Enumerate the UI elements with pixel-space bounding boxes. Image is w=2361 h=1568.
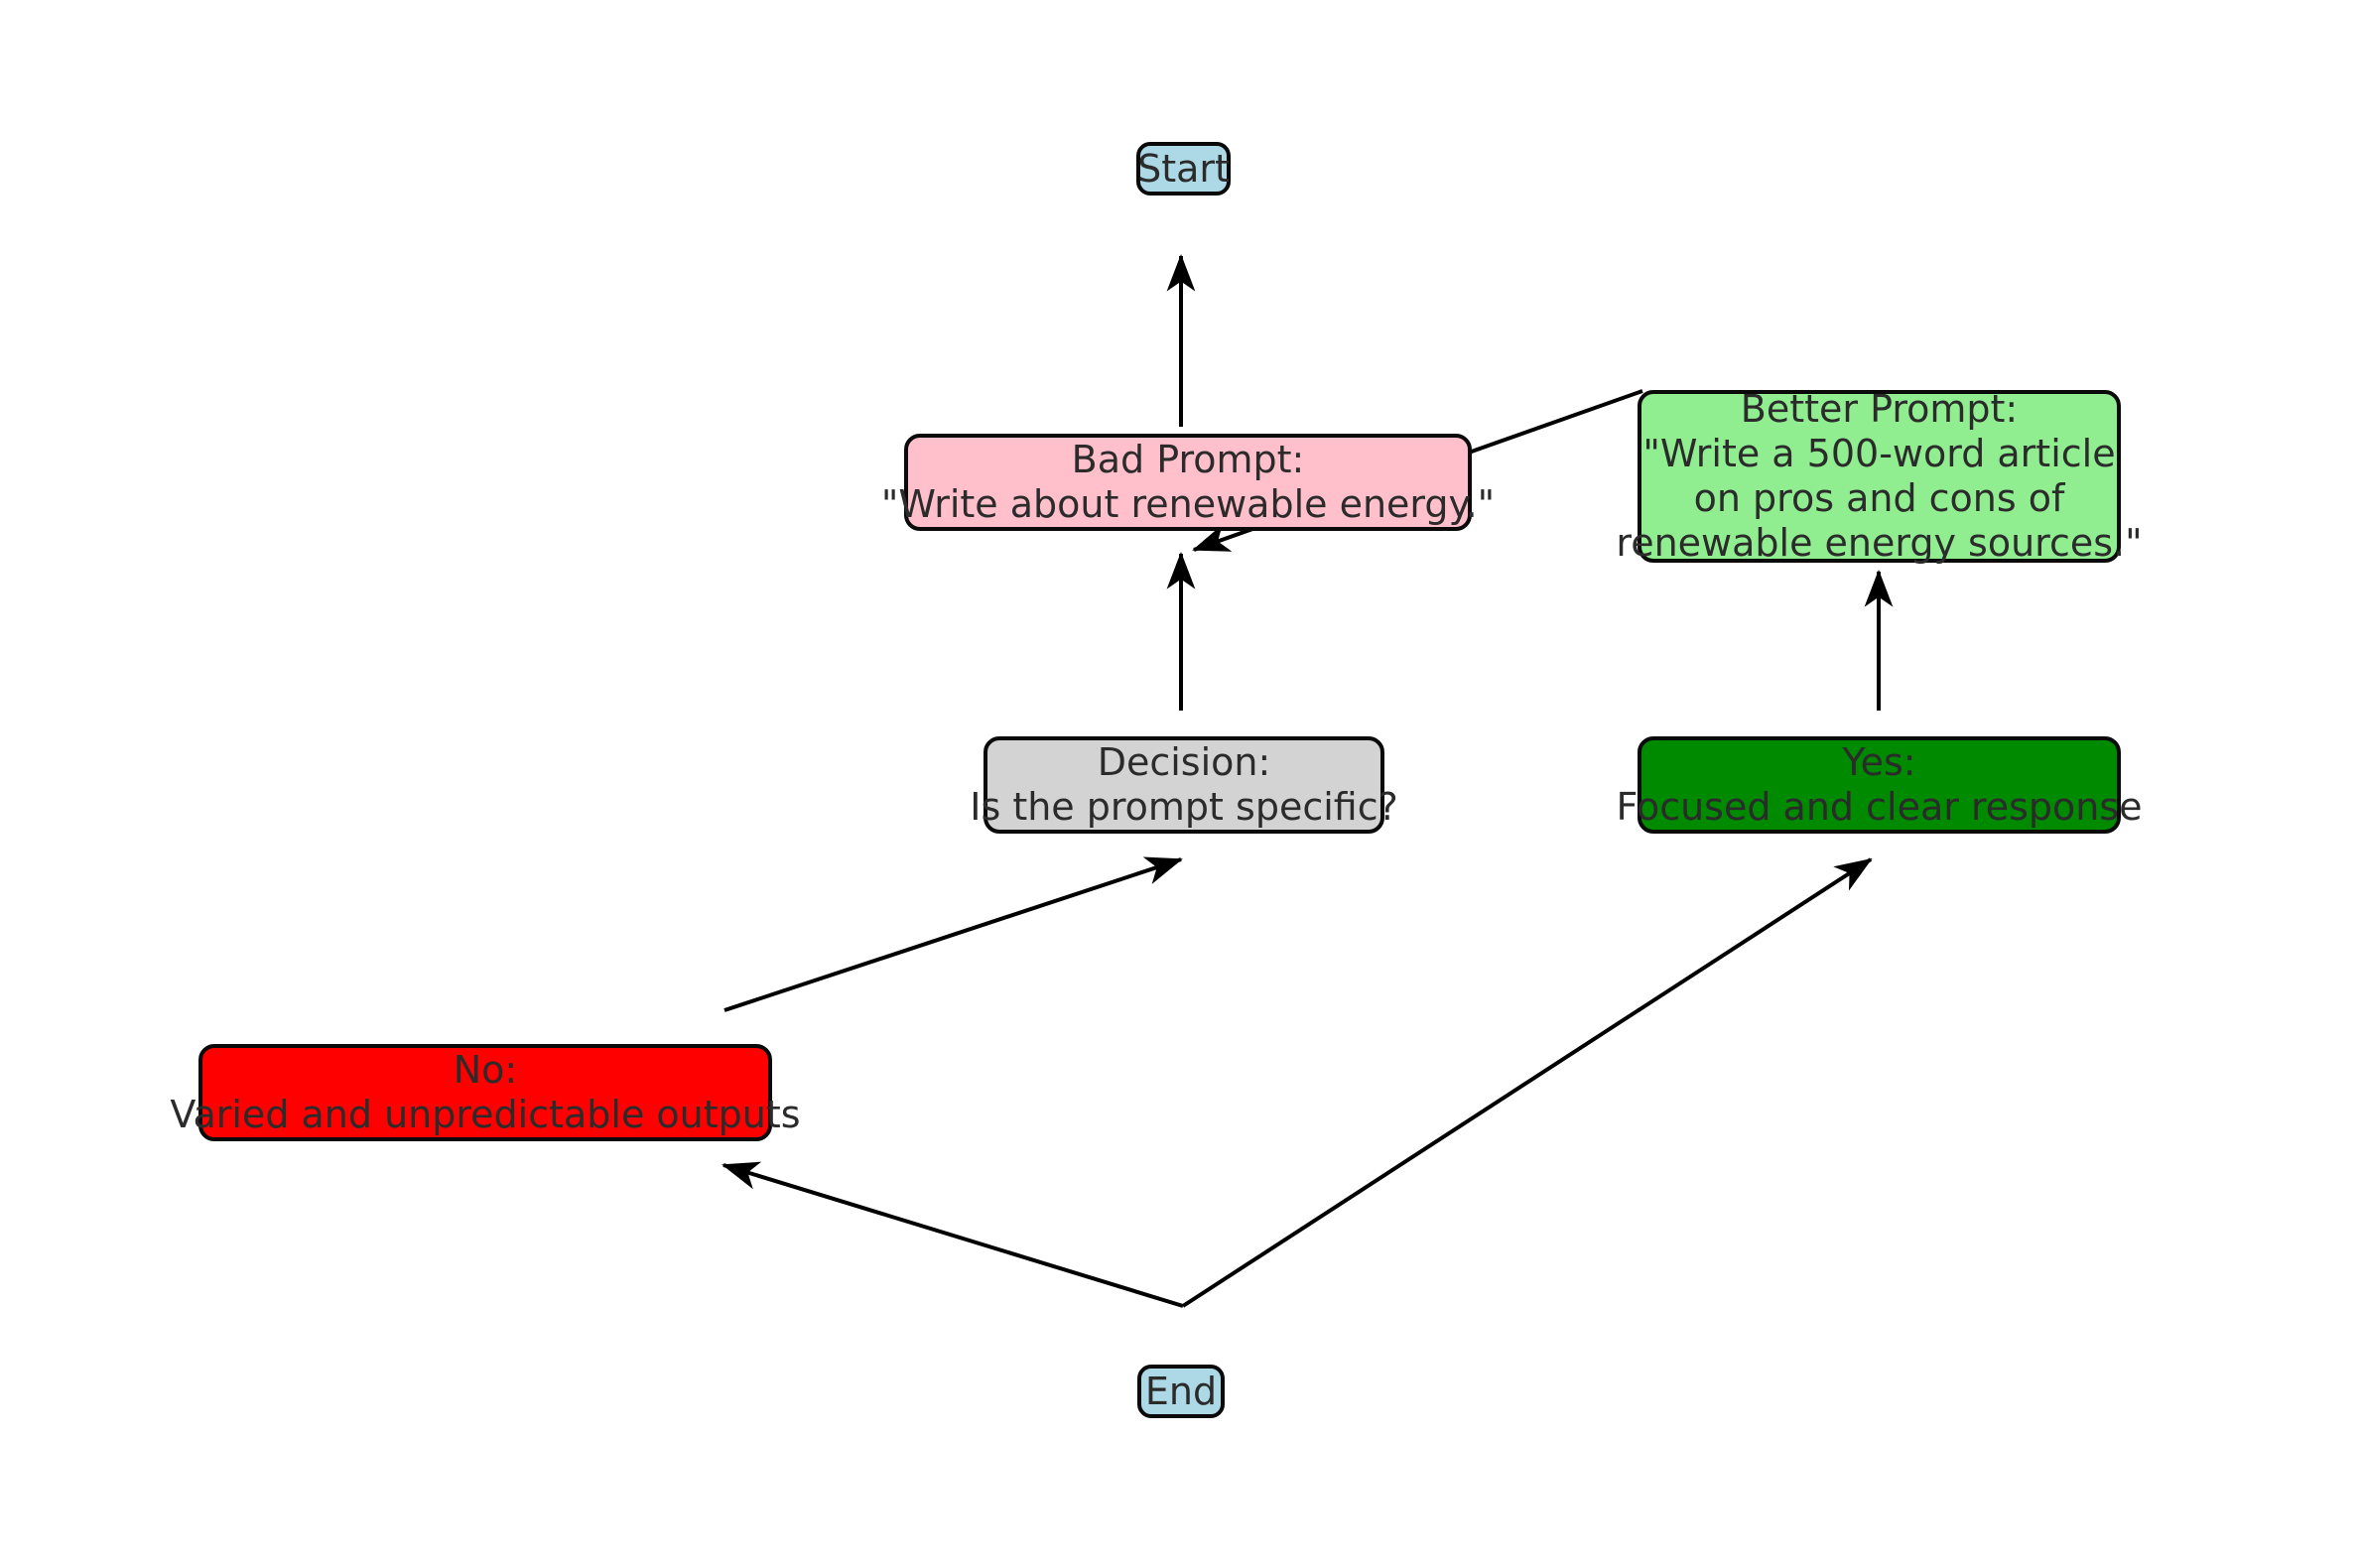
node-bad-prompt-label: Bad Prompt: "Write about renewable energ… [880,438,1496,526]
node-end[interactable]: End [1137,1365,1225,1418]
node-start-label: Start [1137,146,1230,191]
node-better-prompt[interactable]: Better Prompt: "Write a 500-word article… [1616,387,2142,564]
node-no-outcome[interactable]: No: Varied and unpredictable outputs [170,1044,801,1141]
end-to-no [721,1161,1184,1308]
node-no-outcome-label: No: Varied and unpredictable outputs [170,1048,801,1136]
node-decision-label: Decision: Is the prompt specific? [970,740,1398,829]
node-better-prompt-label: Better Prompt: "Write a 500-word article… [1616,387,2143,565]
node-decision[interactable]: Decision: Is the prompt specific? [970,736,1398,834]
node-bad-prompt[interactable]: Bad Prompt: "Write about renewable energ… [881,434,1495,531]
node-yes-outcome[interactable]: Yes: Focused and clear response [1616,736,2143,834]
node-yes-outcome-label: Yes: Focused and clear response [1616,740,2143,829]
node-end-label: End [1144,1369,1218,1413]
no-to-decision [723,856,1183,1012]
node-start[interactable]: Start [1136,142,1231,196]
end-to-yes [1181,857,1873,1308]
